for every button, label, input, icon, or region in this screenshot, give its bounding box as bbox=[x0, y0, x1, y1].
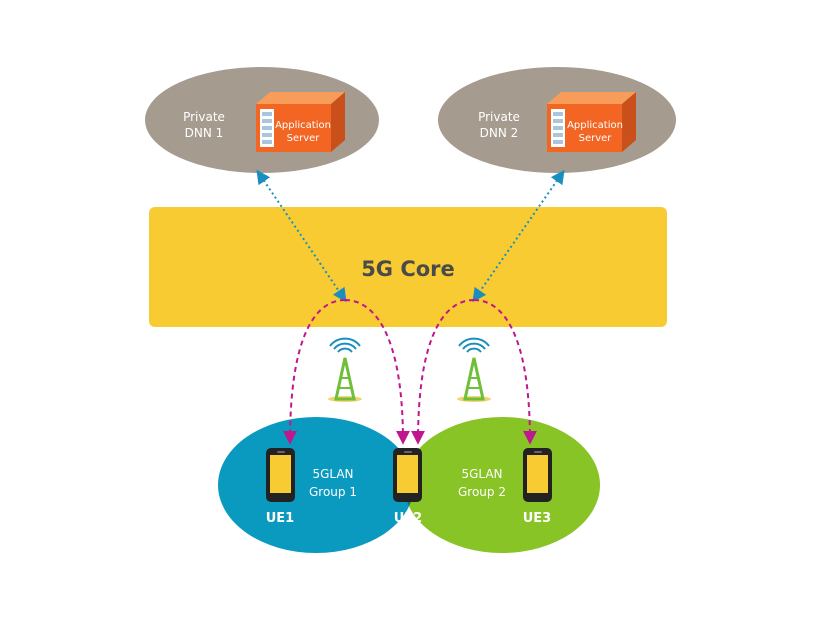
server-1-line2: Server bbox=[287, 133, 321, 144]
group-1-line2: Group 1 bbox=[309, 485, 357, 499]
phone-icon bbox=[266, 448, 295, 502]
group-2-line1: 5GLAN bbox=[461, 467, 502, 481]
dnn-1-link bbox=[256, 169, 347, 303]
dnn-2: Private DNN 2 Application Server bbox=[438, 67, 676, 173]
arc-ue2-right bbox=[411, 299, 475, 445]
group-1-line1: 5GLAN bbox=[312, 467, 353, 481]
dnn-2-link bbox=[472, 169, 565, 303]
dnn-2-line1: Private bbox=[478, 110, 520, 124]
arc-ue3 bbox=[473, 299, 537, 445]
server-2-line1: Application bbox=[567, 120, 623, 131]
dnn-2-line2: DNN 2 bbox=[480, 126, 519, 140]
ue-label-2: UE2 bbox=[394, 511, 422, 526]
server-1-line1: Application bbox=[275, 120, 331, 131]
arc-ue1 bbox=[283, 299, 346, 445]
antenna-tower-icon bbox=[457, 337, 491, 402]
dnn-1-line2: DNN 1 bbox=[185, 126, 224, 140]
application-server-icon bbox=[256, 92, 345, 152]
phone-icon bbox=[523, 448, 552, 502]
server-2-line2: Server bbox=[579, 133, 613, 144]
dnn-1-line1: Private bbox=[183, 110, 225, 124]
phone-icon bbox=[393, 448, 422, 502]
application-server-icon bbox=[547, 92, 636, 152]
dnn-1: Private DNN 1 Application Server bbox=[145, 67, 379, 173]
antenna-tower-icon bbox=[328, 337, 362, 402]
group-2-line2: Group 2 bbox=[458, 485, 506, 499]
ue-label-3: UE3 bbox=[523, 511, 551, 526]
core-label: 5G Core bbox=[361, 257, 455, 281]
ue-label-1: UE1 bbox=[266, 511, 294, 526]
arc-ue2-left bbox=[344, 299, 410, 445]
